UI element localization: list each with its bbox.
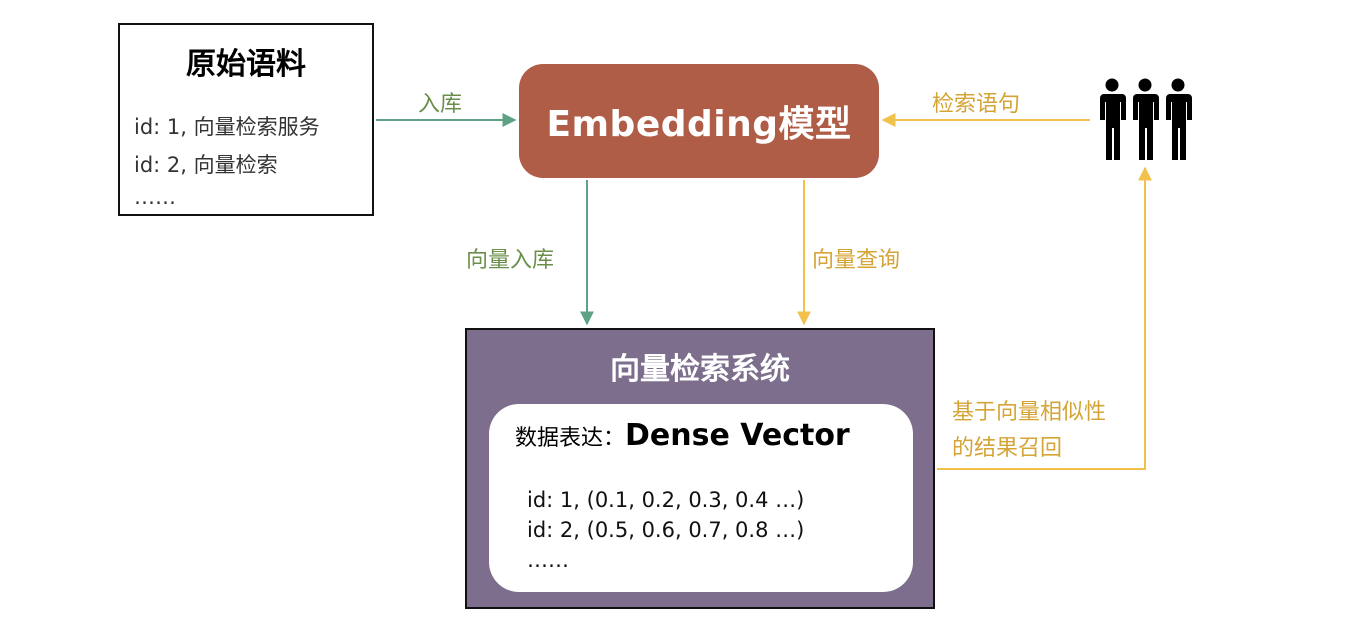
edge-label-query-sentence: 检索语句 [932, 92, 1021, 117]
vector-line: id: 2, (0.5, 0.6, 0.7, 0.8 …) [527, 518, 805, 542]
raw-corpus-box: 原始语料 id: 1, 向量检索服务 id: 2, 向量检索 …… [118, 23, 374, 216]
edge-label-ingest: 入库 [418, 92, 463, 117]
raw-corpus-title: 原始语料 [186, 47, 306, 82]
corpus-line: id: 2, 向量检索 [134, 153, 278, 177]
edge-result-recall [937, 166, 1152, 470]
data-representation-label: 数据表达： [515, 426, 626, 451]
vector-search-system-node: 向量检索系统 数据表达：Dense Vector id: 1, (0.1, 0.… [465, 328, 935, 609]
edge-label-result-line1: 基于向量相似性 [952, 400, 1107, 425]
embedding-model-title: Embedding模型 [546, 104, 852, 145]
corpus-line: id: 1, 向量检索服务 [134, 115, 320, 139]
vector-line: …… [527, 548, 569, 572]
edge-label-result-line2: 的结果召回 [952, 436, 1063, 461]
data-representation-header: 数据表达：Dense Vector [515, 418, 850, 453]
users-group-icon [1100, 78, 1192, 160]
vector-line: id: 1, (0.1, 0.2, 0.3, 0.4 …) [527, 488, 805, 512]
dense-vector-label: Dense Vector [625, 418, 850, 453]
corpus-line: …… [134, 185, 176, 209]
edge-label-vector-query: 向量查询 [812, 248, 901, 273]
embedding-model-node: Embedding模型 [519, 64, 879, 178]
edge-label-vector-ingest: 向量入库 [466, 248, 555, 273]
data-representation-panel: 数据表达：Dense Vector id: 1, (0.1, 0.2, 0.3,… [489, 404, 913, 592]
vector-search-system-title: 向量检索系统 [610, 352, 790, 387]
